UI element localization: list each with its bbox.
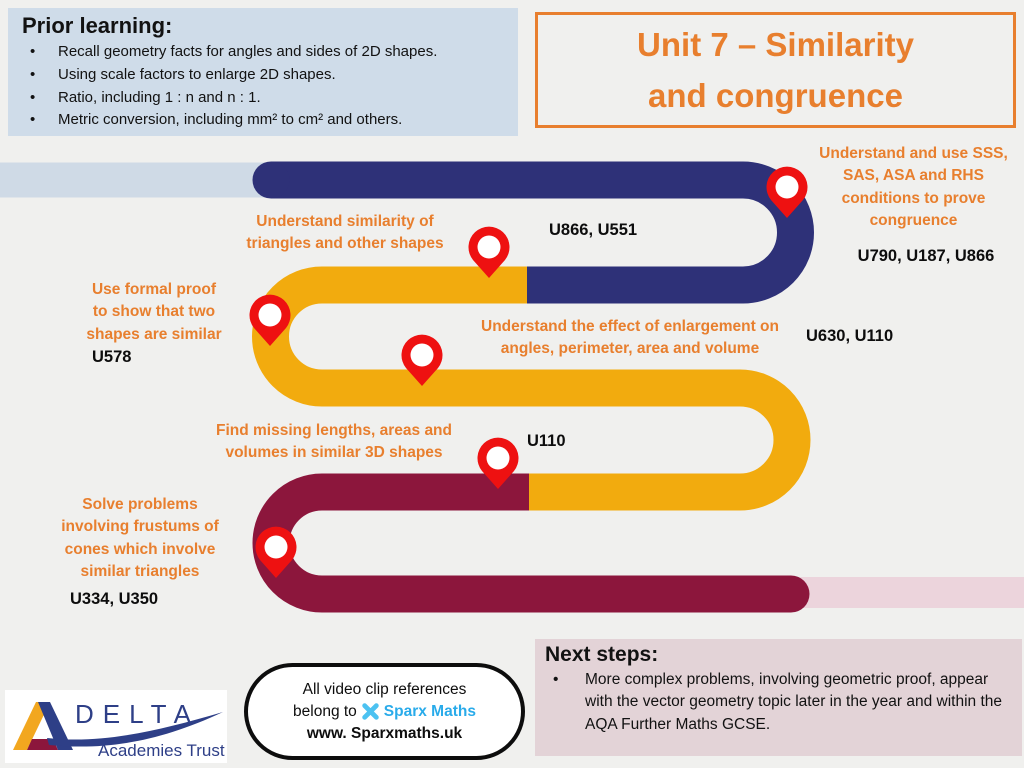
milestone-codes: U866, U551 <box>549 221 638 239</box>
prior-learning-box: Prior learning: Recall geometry facts fo… <box>8 8 518 136</box>
milestone-label: Understand and use SSS, SAS, ASA and RHS… <box>819 145 1008 230</box>
delta-swoosh <box>47 712 223 747</box>
video-credit-line1: All video clip references <box>302 680 467 698</box>
milestone-codes: U790, U187, U866 <box>857 247 995 265</box>
sparx-x-icon <box>362 703 379 720</box>
video-credit-line2: belong to Sparx Maths <box>293 701 476 723</box>
milestone-codes: U578 <box>92 348 132 366</box>
milestone-label: Understand similarity of triangles and o… <box>246 213 444 253</box>
milestone-label: Solve problems involving frustums of con… <box>61 496 219 581</box>
video-credit-oval: All video clip references belong to Spar… <box>244 663 525 760</box>
road-segment-navy <box>271 161 814 304</box>
video-credit-prefix: belong to <box>293 702 357 720</box>
prior-learning-item: Using scale factors to enlarge 2D shapes… <box>22 64 506 87</box>
delta-subtext: Academies Trust <box>98 741 225 760</box>
milestone-codes: U110 <box>527 432 566 450</box>
pin-hole <box>258 303 282 327</box>
milestone-label: Understand the effect of enlargement on … <box>481 318 779 358</box>
map-pin-icon <box>477 437 519 489</box>
road-start-cap <box>252 161 290 199</box>
road-end-cap <box>772 575 810 613</box>
milestone-label: Find missing lengths, areas and volumes … <box>216 422 452 462</box>
delta-logo: DELTA Academies Trust <box>5 690 227 763</box>
next-steps-title: Next steps: <box>545 643 659 666</box>
pin-hole <box>410 343 434 367</box>
delta-wordmark: DELTA <box>75 699 200 729</box>
milestone-label: Use formal proof to show that two shapes… <box>86 281 222 343</box>
unit-title-box: Unit 7 – Similarity and congruence <box>535 12 1016 128</box>
pin-hole <box>775 175 799 199</box>
map-pin-icon <box>766 166 808 218</box>
next-steps-box: Next steps: More complex problems, invol… <box>535 639 1022 756</box>
next-steps-list: More complex problems, involving geometr… <box>545 669 1014 736</box>
pin-hole <box>477 235 501 259</box>
map-pin-icon <box>255 526 297 578</box>
milestone-codes: U334, U350 <box>70 590 159 608</box>
pin-hole <box>486 446 510 470</box>
next-steps-item: More complex problems, involving geometr… <box>545 669 1015 736</box>
milestone-codes: U630, U110 <box>806 327 894 345</box>
delta-triangle-icon <box>13 702 73 750</box>
prior-learning-item: Ratio, including 1 : n and n : 1. <box>22 87 506 110</box>
unit-title: Unit 7 – Similarity and congruence <box>637 25 914 114</box>
prior-learning-item: Metric conversion, including mm² to cm² … <box>22 109 506 132</box>
map-pin-icon <box>401 334 443 386</box>
pin-hole <box>264 535 288 559</box>
map-pin-icon <box>468 226 510 278</box>
map-pin-icon <box>249 294 291 346</box>
prior-learning-item: Recall geometry facts for angles and sid… <box>22 41 506 64</box>
sparx-url: www. Sparxmaths.uk <box>306 724 463 742</box>
prior-learning-title: Prior learning: <box>22 13 173 38</box>
sparx-brand: Sparx Maths <box>383 702 476 720</box>
delta-logo-graphic: DELTA Academies Trust <box>13 699 225 760</box>
prior-learning-list: Recall geometry facts for angles and sid… <box>22 41 506 132</box>
